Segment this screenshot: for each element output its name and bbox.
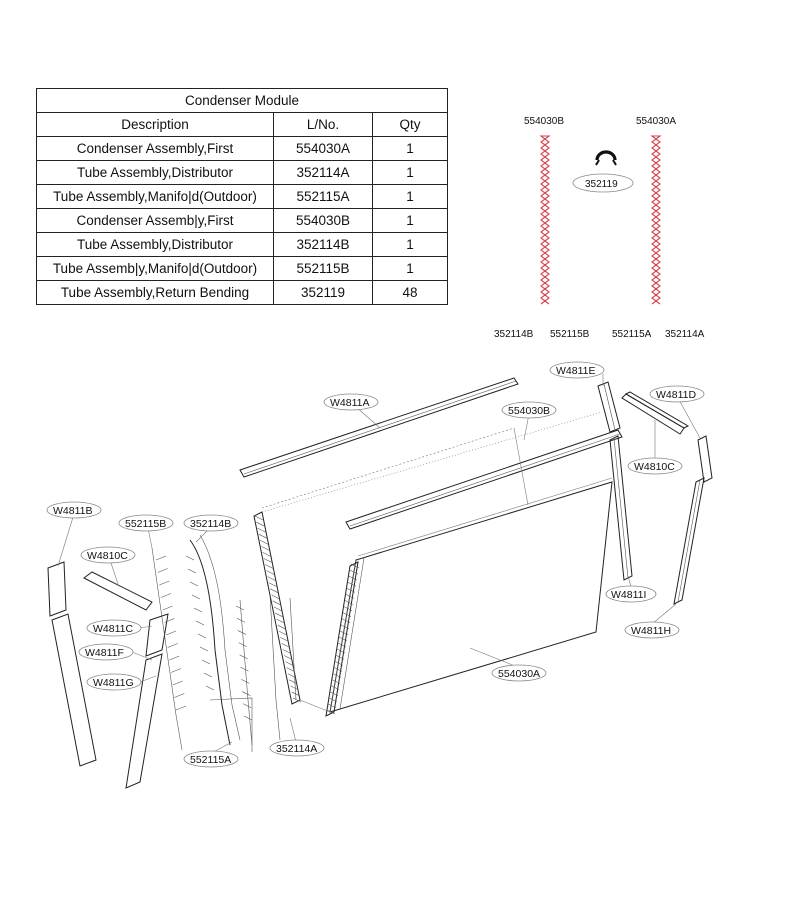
- coil-left: [539, 135, 551, 305]
- table-row: Condenser Assembly,First 554030A 1: [36, 136, 448, 161]
- label-w4810c-left: W4810C: [87, 550, 128, 562]
- header-qty: Qty: [372, 112, 448, 137]
- callout-w4810c-right: W4810C: [627, 457, 683, 475]
- row-description: Tube Assembly,Distributor: [36, 232, 274, 257]
- part-w4811g: [125, 653, 163, 789]
- label-return-bend: 352119: [585, 179, 618, 190]
- table-header-row: Description L/No. Qty: [36, 112, 448, 137]
- row-description: Tube Assembly,Return Bending: [36, 280, 274, 305]
- coil-right: [650, 135, 662, 305]
- label-w4811e: W4811E: [556, 365, 596, 377]
- label-w4811c: W4811C: [93, 623, 133, 635]
- part-w4811h: [673, 477, 705, 605]
- row-qty: 1: [372, 232, 448, 257]
- callout-w4811f: W4811F: [78, 643, 134, 661]
- part-w4811i: [609, 435, 633, 581]
- label-352114a: 352114A: [276, 743, 317, 755]
- label-bottom-3: 552115A: [612, 329, 652, 340]
- table-title: Condenser Module: [36, 88, 448, 113]
- label-w4811h: W4811H: [631, 625, 671, 637]
- part-coil-right-column: [325, 561, 360, 717]
- part-tube-552115a: [209, 597, 297, 752]
- label-554030a: 554030A: [498, 668, 540, 680]
- label-552115a: 552115A: [190, 754, 231, 766]
- part-tube-352114a: [235, 594, 281, 746]
- coil-schematic: 554030B 554030A 352119 352114B 552115B 5…: [494, 116, 705, 340]
- label-w4810c-right: W4810C: [634, 461, 675, 473]
- callout-w4811a: W4811A: [323, 393, 379, 411]
- callout-352114b: 352114B: [183, 514, 239, 532]
- row-lno: 552115B: [273, 256, 373, 281]
- callout-w4811h: W4811H: [624, 621, 680, 639]
- part-coil-panel: [329, 481, 613, 713]
- label-w4811b: W4811B: [53, 505, 93, 517]
- row-description: Tube Assembly,Distributor: [36, 160, 274, 185]
- table-row: Tube Assembly,Distributor 352114A 1: [36, 160, 448, 185]
- callout-552115b: 552115B: [118, 514, 174, 532]
- row-qty: 48: [372, 280, 448, 305]
- row-lno: 554030B: [273, 208, 373, 233]
- part-w4811b: [47, 561, 97, 767]
- callout-w4811i: W4811I: [605, 585, 657, 603]
- callout-w4811g: W4811G: [86, 673, 142, 691]
- callout-w4811e: W4811E: [549, 361, 605, 379]
- table-title-row: Condenser Module: [36, 88, 448, 113]
- label-w4811i: W4811I: [611, 589, 646, 601]
- label-bottom-1: 352114B: [494, 329, 534, 340]
- part-tube-352114b: [185, 534, 241, 746]
- part-w4810c-left: [83, 571, 153, 611]
- label-left-coil: 554030B: [524, 116, 564, 127]
- table-row: Tube Assembly,Distributor 352114B 1: [36, 232, 448, 257]
- parts-table: Condenser Module Description L/No. Qty C…: [36, 88, 448, 305]
- row-qty: 1: [372, 136, 448, 161]
- callout-352114a: 352114A: [269, 739, 325, 757]
- table-row: Tube Assembly,Return Bending 352119 48: [36, 280, 448, 305]
- label-352114b: 352114B: [190, 518, 231, 530]
- label-right-coil: 554030A: [636, 116, 676, 127]
- table-row: Condenser Assemb|y,First 554030B 1: [36, 208, 448, 233]
- return-bend-icon: [595, 150, 617, 166]
- label-w4811a: W4811A: [330, 397, 370, 409]
- label-bottom-4: 352114A: [665, 329, 705, 340]
- part-tube-552115b: [151, 547, 187, 751]
- label-bottom-2: 552115B: [550, 329, 590, 340]
- part-w4811e: [597, 381, 621, 433]
- part-w4811a: [239, 377, 519, 478]
- callout-552115a: 552115A: [183, 750, 239, 768]
- part-w4811d: [697, 435, 713, 483]
- label-w4811d: W4811D: [656, 389, 696, 401]
- callout-w4811d: W4811D: [649, 385, 705, 403]
- header-description: Description: [36, 112, 274, 137]
- callout-554030a: 554030A: [491, 664, 547, 682]
- row-description: Tube Assembly,Manifo|d(Outdoor): [36, 184, 274, 209]
- bubble-return-bend: [572, 173, 634, 193]
- label-w4811f: W4811F: [85, 647, 124, 659]
- table-row: Tube Assemb|y,Manifo|d(Outdoor) 552115B …: [36, 256, 448, 281]
- exploded-view: W4811E W4811D W4811A 554030B W4810C W481…: [46, 361, 713, 789]
- callout-w4810c-left: W4810C: [80, 546, 136, 564]
- part-coil-left-column: [253, 511, 302, 705]
- callout-w4811b: W4811B: [46, 501, 102, 519]
- part-rail-554030b: [345, 429, 623, 530]
- label-552115b: 552115B: [125, 518, 166, 530]
- label-554030b: 554030B: [508, 405, 550, 417]
- label-w4811g: W4811G: [93, 677, 134, 689]
- callout-w4811c: W4811C: [86, 619, 142, 637]
- row-lno: 352119: [273, 280, 373, 305]
- part-w4810c-right: [621, 391, 690, 435]
- callout-554030b: 554030B: [501, 401, 557, 419]
